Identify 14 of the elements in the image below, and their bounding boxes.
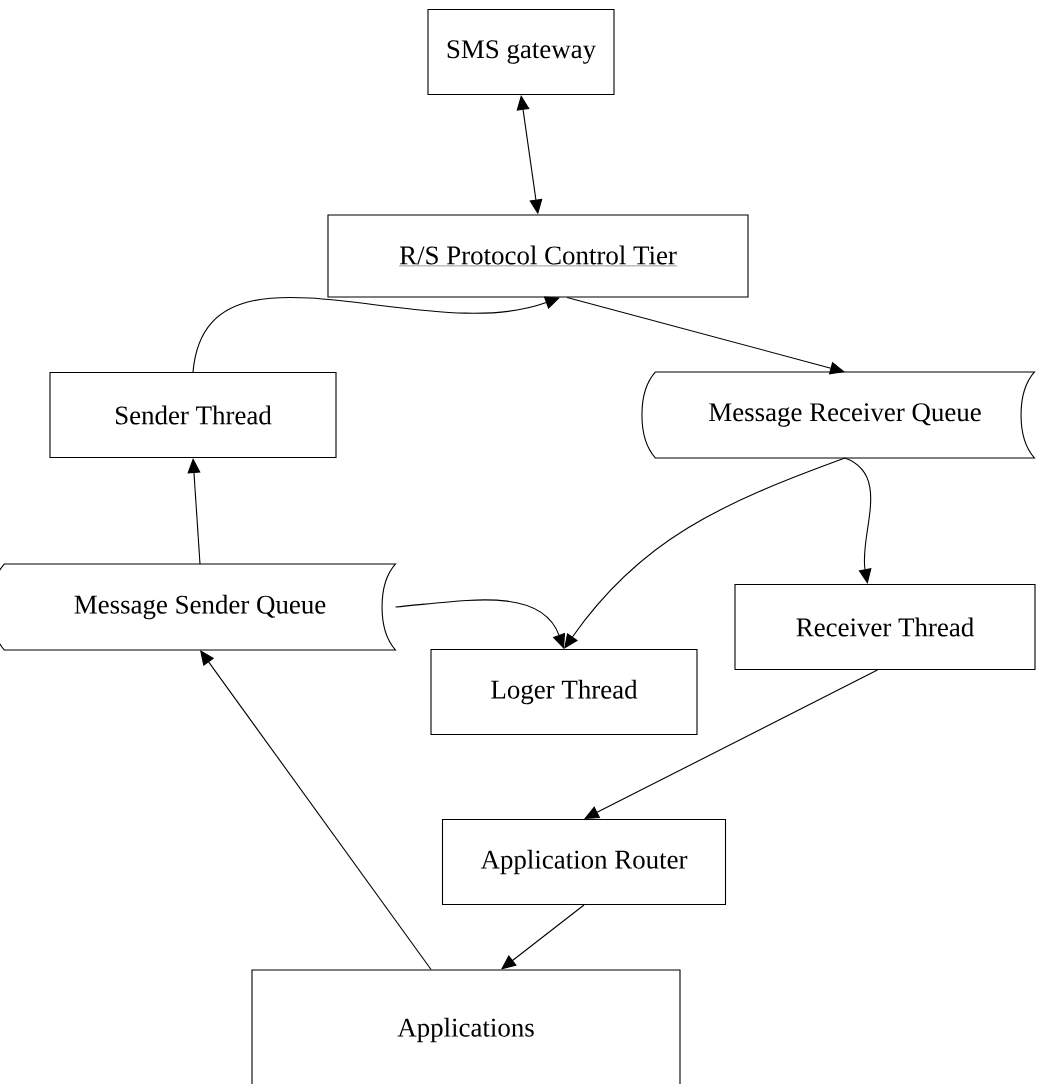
process-box: Application Router (441, 818, 727, 906)
process-box: Sender Thread (49, 371, 337, 459)
process-box: Loger Thread (430, 648, 698, 736)
arrow (584, 669, 878, 819)
arrow (187, 458, 201, 565)
arrow (564, 457, 846, 649)
arrow (395, 599, 566, 649)
process-box: SMS gateway (427, 8, 615, 96)
arrow (200, 650, 432, 970)
arrow (844, 457, 872, 584)
arrow (566, 297, 845, 375)
process-box: Applications (251, 969, 681, 1084)
process-box: Receiver Thread (734, 583, 1036, 671)
process-box: R/S Protocol Control Tier (327, 214, 749, 298)
